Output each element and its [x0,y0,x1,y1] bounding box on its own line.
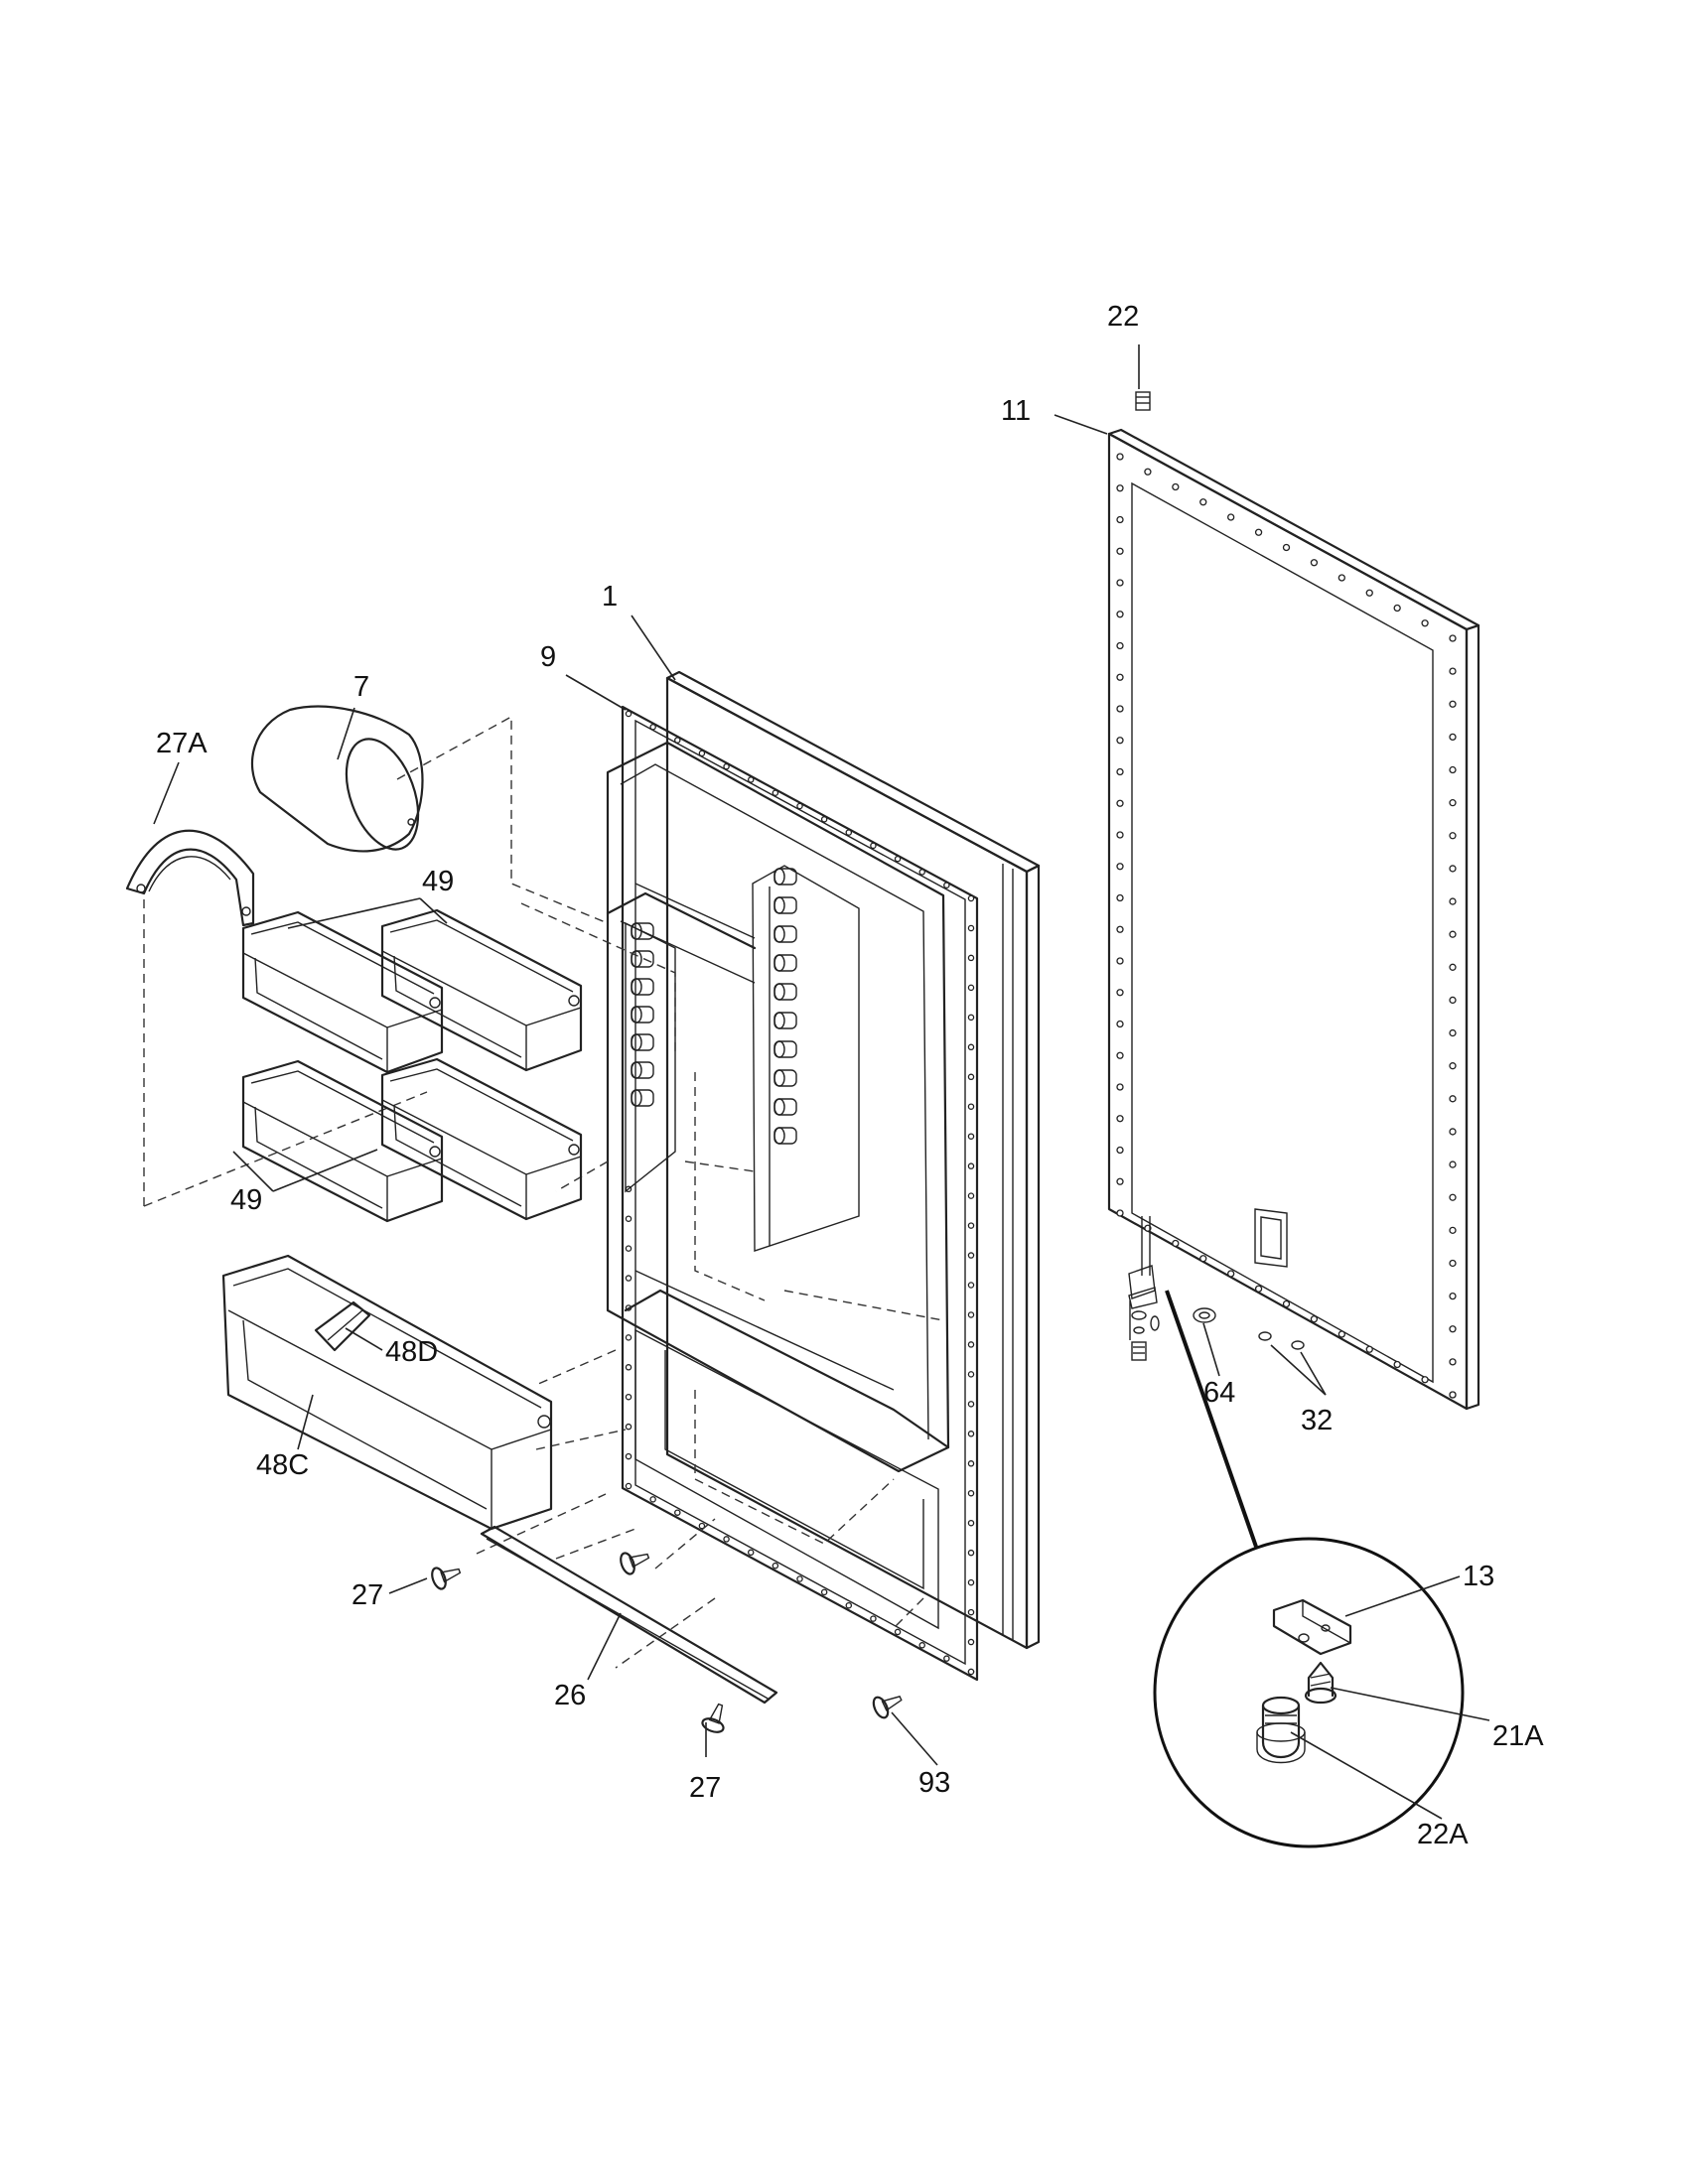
inner-door-shell [606,741,950,1630]
top-plug [1135,391,1151,411]
callout-22: 22 [1107,301,1140,333]
screws [431,1552,903,1733]
callout-22A: 22A [1417,1819,1469,1850]
large-door-bin [221,1254,553,1531]
callout-1: 1 [602,581,619,613]
callout-48D: 48D [385,1336,439,1368]
callout-7: 7 [353,671,370,703]
callout-27-bottom: 27 [689,1772,722,1804]
callout-11: 11 [1001,395,1032,427]
callout-49-top: 49 [422,866,455,897]
callout-49-bottom: 49 [230,1184,263,1216]
callout-32: 32 [1301,1405,1334,1436]
callout-9: 9 [540,641,557,673]
handle-part [125,829,255,927]
alignment-lines [143,715,944,1669]
callout-93: 93 [918,1767,951,1799]
bin-divider [314,1300,371,1352]
callout-21A: 21A [1492,1720,1544,1752]
door-bins [241,908,583,1223]
callout-64: 64 [1203,1377,1236,1409]
callout-13: 13 [1463,1561,1495,1592]
hinge-hardware [1128,1216,1305,1361]
door-gasket [621,705,979,1682]
outer-door-panel [1107,428,1480,1411]
detail-magnifier [1153,1290,1465,1848]
callout-27-left: 27 [352,1579,384,1611]
door-liner [665,670,1041,1650]
trim-strip [480,1525,778,1705]
callout-26: 26 [554,1680,587,1711]
callout-27A: 27A [156,728,208,759]
leader-lines [153,344,1490,1820]
callout-48C: 48C [256,1449,310,1481]
dairy-cylinder [251,705,424,853]
